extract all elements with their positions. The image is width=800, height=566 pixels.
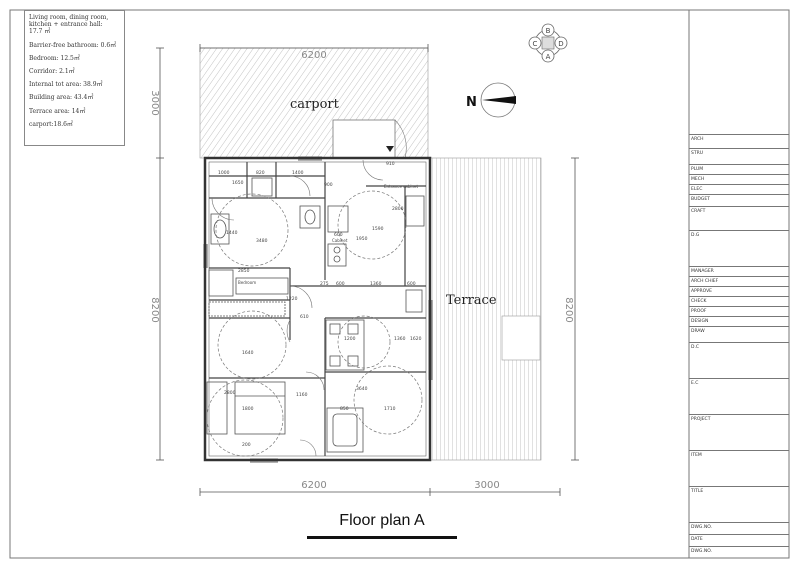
- north-arrow-icon: N: [466, 82, 516, 118]
- info-line: Terrace area: 14㎡: [29, 107, 86, 115]
- inner-dim: 600: [334, 232, 343, 238]
- title-block-row: MANAGER: [689, 266, 789, 277]
- bedroom-small-label: Bedroom: [238, 280, 256, 285]
- title-block-row: D.G: [689, 230, 789, 267]
- door-swings: [211, 159, 384, 457]
- inner-dim: 1440: [226, 230, 238, 236]
- cabinet-label: Cabinet: [332, 238, 348, 243]
- dim-bottom-terrace: 3000: [474, 480, 499, 491]
- compass-letter: C: [533, 40, 538, 48]
- inner-dim: 910: [386, 161, 395, 167]
- dim-left-carport: 3000: [149, 90, 160, 115]
- title-block-row: DESIGN: [689, 316, 789, 327]
- plan-title-underline: [307, 536, 457, 539]
- sheet-border: [9, 9, 790, 559]
- inner-dim: 600: [407, 281, 416, 287]
- inner-dim: 2850: [238, 268, 250, 274]
- inner-dim: 1620: [410, 336, 422, 342]
- inner-dim: 1360: [394, 336, 406, 342]
- title-block-row: PLUM: [689, 164, 789, 175]
- dim-right-height: 8200: [563, 297, 574, 322]
- title-block-row: E.C: [689, 378, 789, 415]
- inner-dim: 1220: [286, 296, 298, 302]
- title-block-row: STRU: [689, 148, 789, 165]
- title-block-row: CRAFT: [689, 206, 789, 231]
- entrance-porch: [332, 119, 396, 161]
- interior-walls: [209, 162, 426, 456]
- title-block-row: DRAW: [689, 326, 789, 343]
- inner-dim: 1640: [242, 350, 254, 356]
- title-block-row: ITEM: [689, 450, 789, 487]
- terrace-label: Terrace: [446, 293, 497, 308]
- inner-dim: 1400: [292, 170, 304, 176]
- title-block-row: MECH: [689, 174, 789, 185]
- info-line: Barrier-free bathroom: 0.6㎡: [29, 41, 117, 49]
- title-block-row: DWG.NO.: [689, 522, 789, 535]
- info-line: Corridor: 2.1㎡: [29, 68, 75, 76]
- info-line: Building area: 43.4㎡: [29, 94, 94, 102]
- title-block-row: ELEC: [689, 184, 789, 195]
- inner-dim: 820: [256, 170, 265, 176]
- title-block-row: BUDGET: [689, 194, 789, 207]
- inner-dim: 1360: [370, 281, 382, 287]
- terrace-area: [429, 157, 542, 461]
- turning-circles: [206, 190, 423, 457]
- compass-letter: D: [558, 40, 563, 48]
- inner-dim: 1800: [242, 406, 254, 412]
- dimension-lines: [156, 44, 579, 496]
- inner-dim: 3640: [356, 386, 368, 392]
- inner-dim: 900: [324, 182, 333, 188]
- info-line: Bedroom: 12.5㎡: [29, 54, 80, 62]
- inner-dim: 1650: [232, 180, 244, 186]
- inner-dim: 1710: [384, 406, 396, 412]
- inner-dim: 1160: [296, 392, 308, 398]
- inner-dim: 600: [336, 281, 345, 287]
- title-block-row: CHECK: [689, 296, 789, 307]
- inner-dim: 1200: [344, 336, 356, 342]
- windows: [203, 156, 433, 463]
- title-block-row: TITLE: [689, 486, 789, 523]
- inner-dim: 1000: [218, 170, 230, 176]
- inner-dimensions: 1000 820 1400 910 1650 900 3480 1590 600…: [218, 161, 422, 448]
- inner-dim: 850: [340, 406, 349, 412]
- inner-dim: 200: [242, 442, 251, 448]
- entrance-cabinet-label: Entrance cabinet: [384, 184, 418, 189]
- title-block: ARCH STRU PLUM MECH ELEC BUDGET CRAFT D.…: [689, 10, 789, 558]
- title-block-row: PROOF: [689, 306, 789, 317]
- plan-title: Floor plan A: [339, 512, 425, 529]
- compass-rose-icon: A B C D: [528, 23, 568, 63]
- dim-left-height: 8200: [149, 297, 160, 322]
- inner-dim: 1590: [372, 226, 384, 232]
- inner-dim: 2800: [224, 390, 236, 396]
- inner-dim: 2800: [392, 206, 404, 212]
- title-block-row: DWG.NO.: [689, 546, 789, 559]
- house-outline: [203, 156, 432, 462]
- title-block-row: APPROVE: [689, 286, 789, 297]
- title-block-row: DATE: [689, 534, 789, 547]
- compass-letter: B: [546, 27, 551, 35]
- dim-bottom-width: 6200: [301, 480, 326, 491]
- entrance-arrow-icon: [386, 146, 394, 152]
- title-block-row: D.C: [689, 342, 789, 379]
- title-block-row: ARCH CHIEF: [689, 276, 789, 287]
- fixtures: [206, 177, 425, 453]
- inner-dim: 1950: [356, 236, 368, 242]
- area-info-panel: Living room, dining room, kitchen + entr…: [24, 10, 125, 146]
- info-line: Living room, dining room, kitchen + entr…: [29, 14, 109, 36]
- carport-label: carport: [290, 97, 340, 112]
- inner-dim: 275: [320, 281, 329, 287]
- compass-letter: A: [546, 53, 551, 61]
- title-block-row: ARCH: [689, 134, 789, 149]
- info-line: carport:18.6㎡: [29, 120, 73, 128]
- dim-top-width: 6200: [301, 50, 326, 61]
- north-label: N: [466, 95, 477, 110]
- inner-dim: 610: [300, 314, 309, 320]
- info-line: Internal tot area: 38.9㎡: [29, 81, 103, 89]
- title-block-row: PROJECT: [689, 414, 789, 451]
- inner-dim: 3480: [256, 238, 268, 244]
